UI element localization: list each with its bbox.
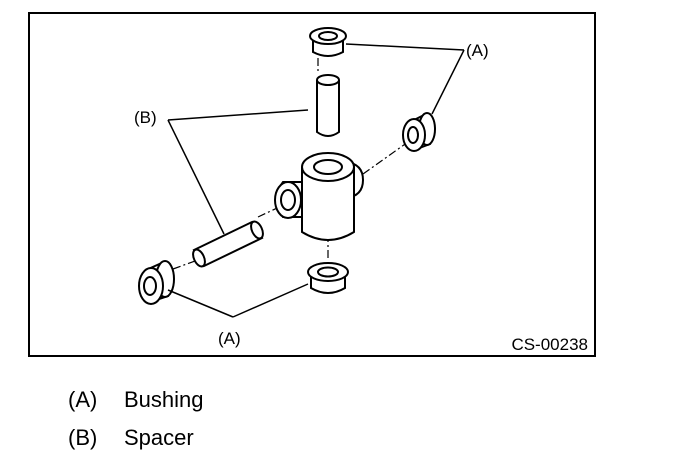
- bushing-top: [309, 27, 347, 57]
- legend: (A) Bushing (B) Spacer: [68, 385, 468, 461]
- legend-item-spacer: (B) Spacer: [68, 423, 468, 461]
- callout-b: (B): [134, 108, 157, 127]
- legend-key: (A): [68, 387, 98, 412]
- center-housing: [274, 152, 365, 241]
- bushing-right: [402, 112, 436, 152]
- bushing-lower-left: [138, 260, 175, 305]
- spacer-upper: [316, 74, 340, 137]
- legend-label: Bushing: [124, 387, 204, 412]
- callout-a-bottom: (A): [218, 329, 241, 348]
- figure-frame: (A) (B) (A) CS-00238: [28, 12, 596, 357]
- legend-label: Spacer: [124, 425, 194, 450]
- bushing-bottom: [307, 262, 349, 294]
- figure-code: CS-00238: [511, 335, 588, 354]
- leader-lines: [167, 43, 465, 318]
- spacer-lower: [192, 220, 264, 268]
- callout-a-top: (A): [466, 41, 489, 60]
- legend-key: (B): [68, 425, 98, 450]
- legend-item-bushing: (A) Bushing: [68, 385, 468, 423]
- exploded-diagram: (A) (B) (A) CS-00238: [28, 12, 596, 357]
